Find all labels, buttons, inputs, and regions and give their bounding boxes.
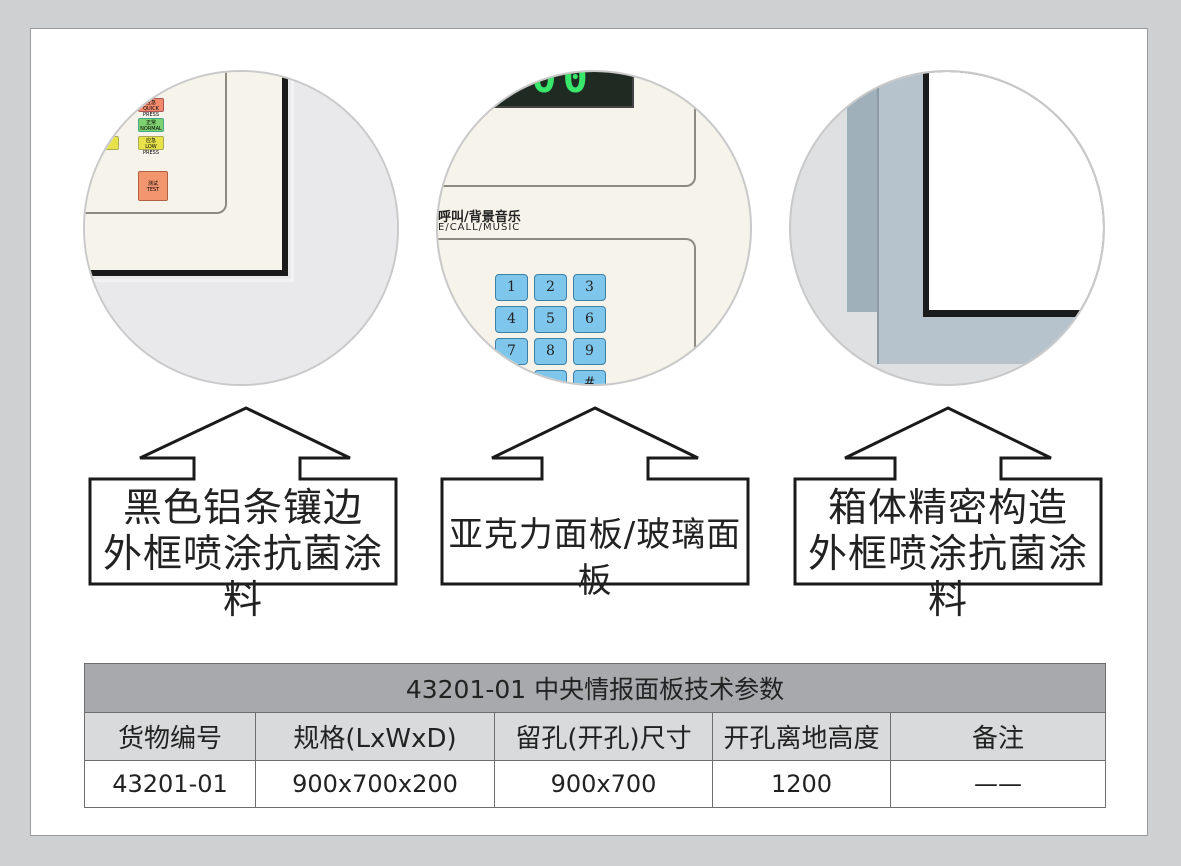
cell-mount-height: 1200	[712, 760, 891, 808]
keypad-key-hash: #	[573, 370, 606, 384]
led-display	[490, 72, 634, 108]
arrow-callout-shape	[793, 406, 1103, 586]
panel-label-en: E/CALL/MUSIC	[438, 222, 521, 233]
arrow-callout-shape	[440, 406, 750, 586]
keypad-key-6: 6	[573, 306, 606, 333]
cell-item-number: 43201-01	[84, 760, 256, 808]
detail-circle-enclosure	[789, 70, 1105, 386]
side-green-button	[109, 118, 119, 132]
keypad-key-3: 3	[573, 274, 606, 301]
spec-table-title: 43201-01 中央情报面板技术参数	[83, 663, 1107, 713]
led-digits: 000	[500, 70, 594, 102]
upper-panel-section	[438, 72, 696, 187]
keypad-panel-section	[438, 238, 696, 384]
arrow-callout-shape	[88, 406, 398, 586]
keypad-key-5: 5	[534, 306, 567, 333]
keypad-key-0	[534, 370, 567, 384]
header-item-number: 货物编号	[84, 712, 256, 761]
callout-right-line1: 箱体精密构造	[827, 486, 1068, 531]
callout-frame-trim: 黑色铝条镶边 外框喷涂抗菌涂料	[88, 406, 398, 623]
keypad-key-1: 1	[495, 274, 528, 301]
keypad-key-2: 2	[534, 274, 567, 301]
cell-cutout-size: 900x700	[494, 760, 713, 808]
panel-label-cn: 呼叫/背景音乐	[438, 210, 521, 225]
side-yellow-button	[101, 136, 119, 150]
callout-middle-line1: 亚克力面板/玻璃面板	[448, 515, 742, 601]
cell-dimensions: 900x700x200	[255, 760, 495, 808]
cell-remarks: ——	[889, 760, 1107, 808]
callout-panel-material: 亚克力面板/玻璃面板	[440, 406, 750, 601]
detail-circle-keypad: 000 呼叫/背景音乐 E/CALL/MUSIC 1 2 3 4 5 6 7 8…	[436, 70, 752, 386]
keypad-key-star	[495, 370, 528, 384]
keypad-key-9: 9	[573, 338, 606, 365]
keypad-key-7: 7	[495, 338, 528, 365]
callout-enclosure: 箱体精密构造 外框喷涂抗菌涂料	[793, 406, 1103, 623]
panel-face	[85, 72, 288, 276]
header-cutout-size: 留孔(开孔)尺寸	[494, 712, 713, 761]
keypad-key-8: 8	[534, 338, 567, 365]
keypad-key-4: 4	[495, 306, 528, 333]
spec-table: 43201-01 中央情报面板技术参数 货物编号 规格(LxWxD) 留孔(开孔…	[83, 663, 1107, 808]
callout-right-line2: 外框喷涂抗菌涂料	[807, 532, 1088, 623]
callout-left-line2: 外框喷涂抗菌涂料	[102, 532, 383, 623]
black-aluminum-trim	[85, 72, 288, 276]
callout-left-line1: 黑色铝条镶边	[122, 486, 363, 531]
header-mount-height: 开孔离地高度	[712, 712, 891, 761]
header-dimensions: 规格(LxWxD)	[255, 712, 495, 761]
frame-bevel	[85, 72, 294, 282]
header-remarks: 备注	[889, 712, 1107, 761]
white-panel-face	[929, 72, 1103, 310]
panel-inner-border	[85, 72, 227, 214]
